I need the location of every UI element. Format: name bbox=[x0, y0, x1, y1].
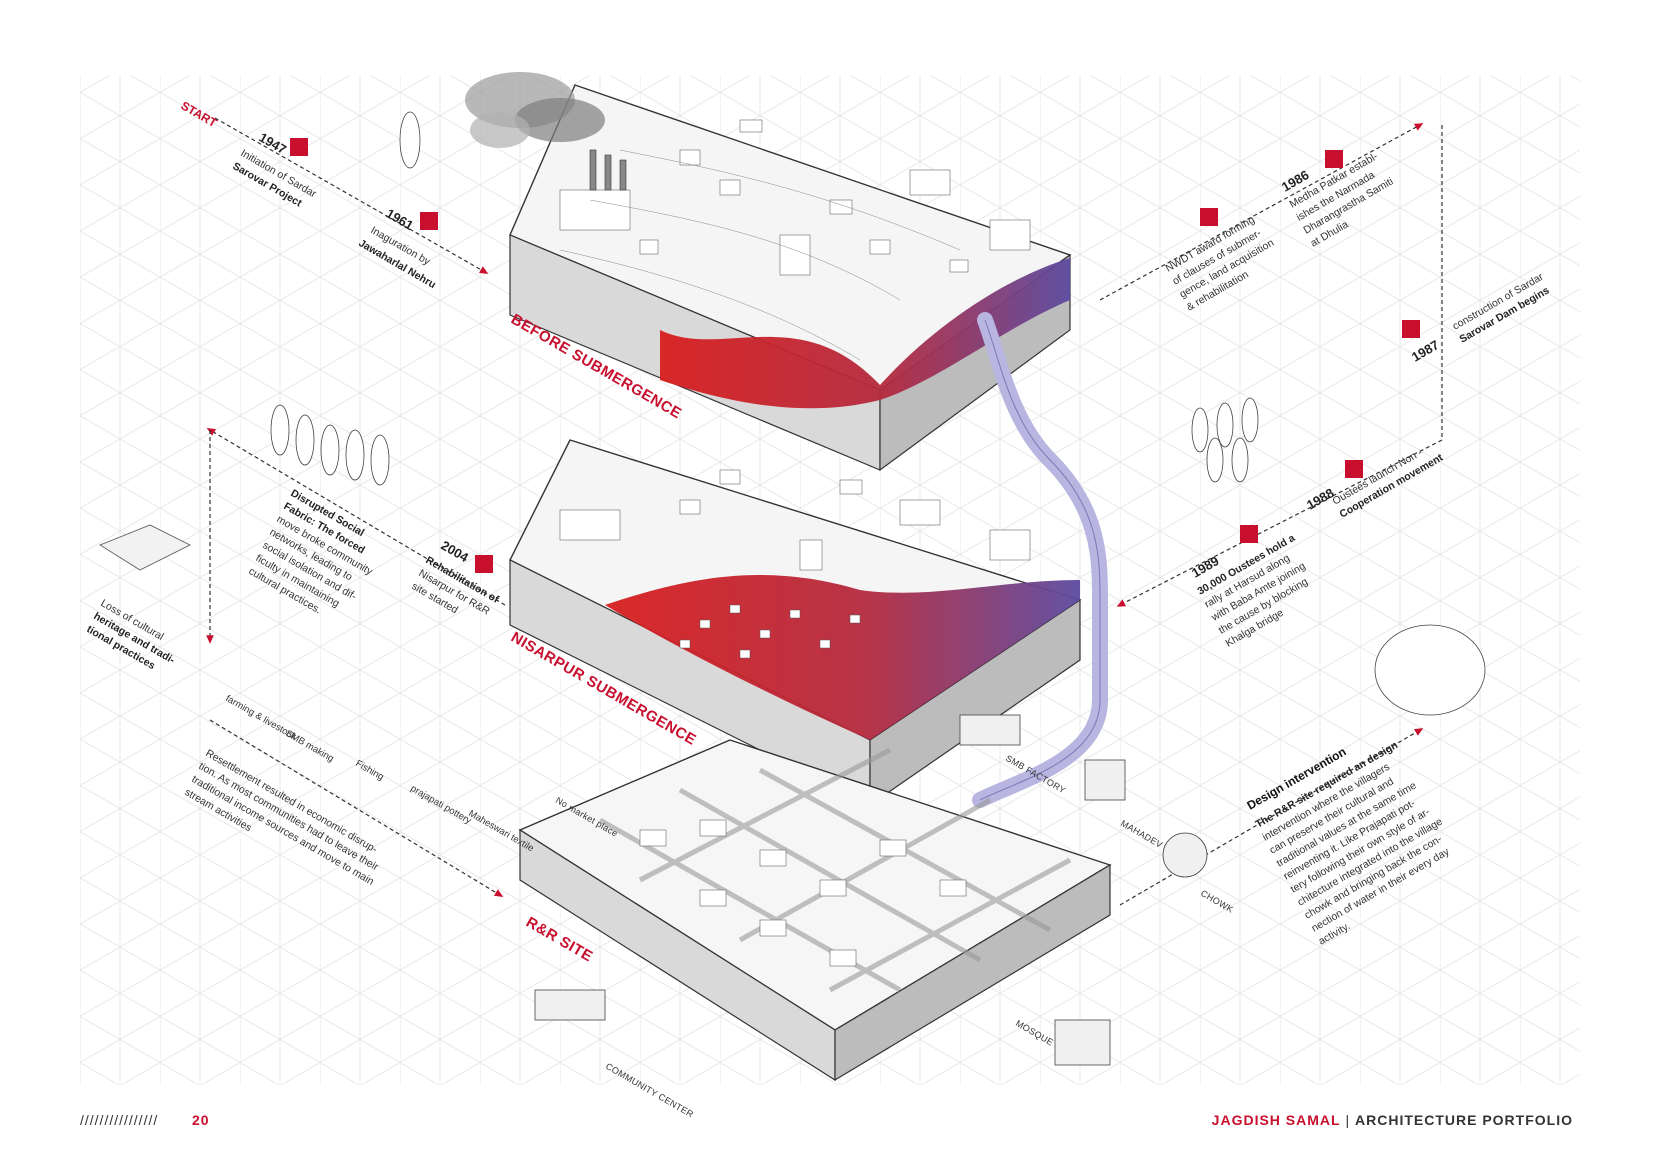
block-before-submergence bbox=[465, 72, 1072, 472]
block-nisarpur-submergence bbox=[509, 439, 1082, 807]
temple-icon bbox=[1084, 759, 1126, 801]
footer-separator: | bbox=[1345, 1112, 1351, 1128]
timeline-path bbox=[206, 117, 1443, 906]
dam-icon bbox=[290, 138, 308, 156]
factory-smoke-icon bbox=[465, 72, 627, 191]
factory-icon bbox=[959, 714, 1021, 746]
block-rr-site bbox=[518, 739, 1112, 1082]
figure-groups bbox=[270, 111, 1486, 716]
temple-ruin-icon bbox=[99, 524, 191, 571]
page-number: 20 bbox=[192, 1112, 210, 1128]
law-icon bbox=[1200, 208, 1218, 226]
mosque-icon bbox=[1054, 1019, 1111, 1066]
samiti-icon bbox=[1325, 150, 1343, 168]
protest-icon bbox=[1345, 460, 1363, 478]
tree-icon bbox=[1162, 832, 1208, 878]
author-name: JAGDISH SAMAL bbox=[1211, 1112, 1341, 1128]
community-center-icon bbox=[534, 989, 606, 1021]
footer-credit: JAGDISH SAMAL | ARCHITECTURE PORTFOLIO bbox=[1212, 1112, 1573, 1128]
portfolio-title: ARCHITECTURE PORTFOLIO bbox=[1355, 1112, 1573, 1128]
nehru-icon bbox=[420, 212, 438, 230]
construction-icon bbox=[1402, 320, 1420, 338]
rally-icon bbox=[1240, 525, 1258, 543]
rehab-icon bbox=[475, 555, 493, 573]
footer-bars: //////////////// bbox=[80, 1112, 159, 1128]
